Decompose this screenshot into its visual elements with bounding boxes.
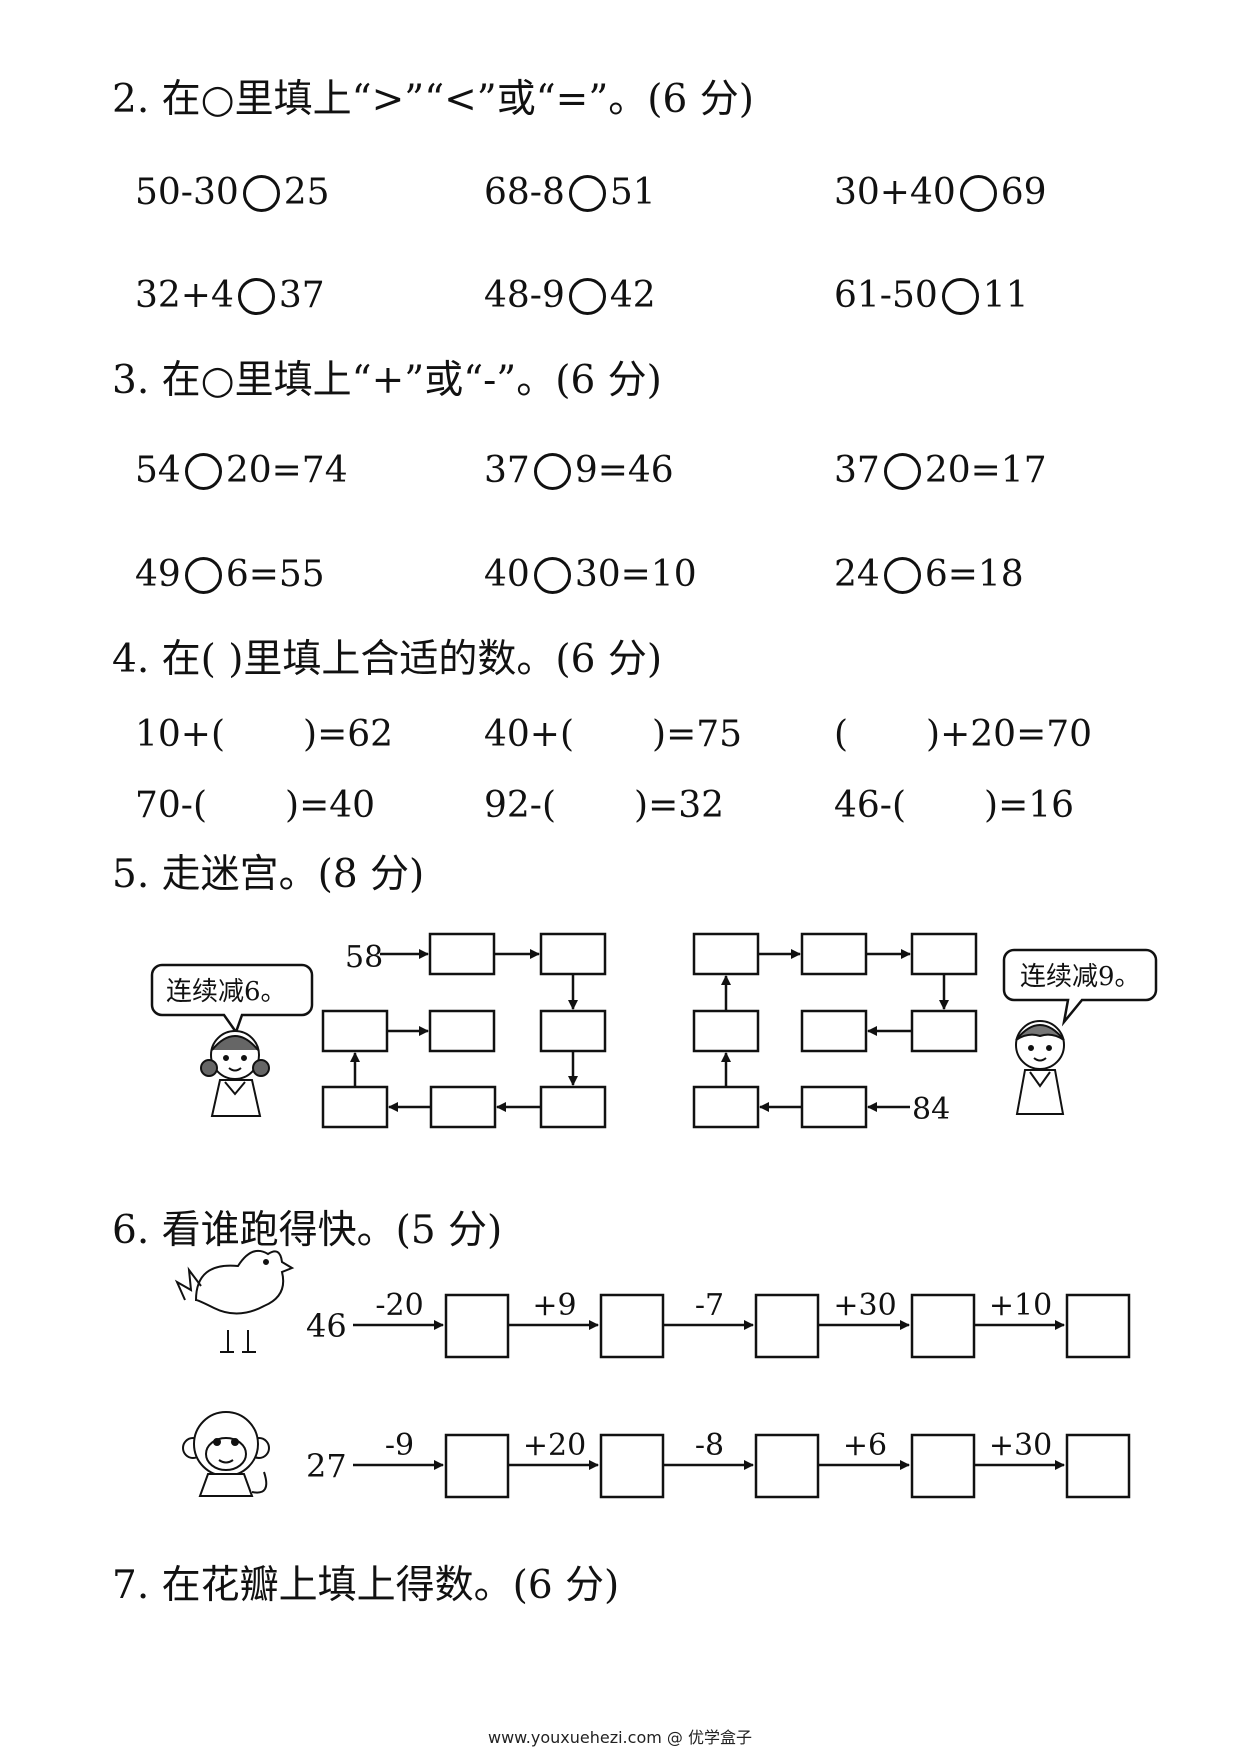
speech-bubble-left	[150, 963, 314, 1035]
maze-right-box-8[interactable]	[800, 1085, 868, 1129]
q3-title: 3. 在○里填上“+”或“-”。(6 分)	[112, 358, 662, 403]
maze-right-box-6[interactable]	[910, 1009, 978, 1053]
maze-left-start: 58	[345, 940, 383, 975]
chicken-icon	[174, 1250, 295, 1353]
q4-item-1: 10+()=62	[135, 714, 394, 755]
monkey-answer-box-1[interactable]	[444, 1433, 510, 1499]
footer-watermark: www.youxuehezi.com @ 优学盒子	[488, 1728, 752, 1747]
chicken-op-label-2: +9	[532, 1288, 576, 1323]
chicken-answer-box-3[interactable]	[754, 1293, 820, 1359]
monkey-op-label-1: -9	[385, 1428, 414, 1463]
maze-left-box-1[interactable]	[428, 932, 496, 976]
race-monkey-chain: 27 -9 +20 -8 +6 +30	[306, 1428, 1131, 1499]
answer-circle[interactable]	[883, 556, 921, 594]
monkey-answer-box-5[interactable]	[1065, 1433, 1131, 1499]
maze-left-box-8[interactable]	[428, 1009, 496, 1053]
maze-right-box-4[interactable]	[800, 932, 868, 976]
maze-left-box-7[interactable]	[321, 1009, 389, 1053]
right-bubble-text: 连续减9。	[1020, 962, 1141, 992]
race-chicken-chain: 46 -20 +9 -7 +30 +10	[306, 1288, 1131, 1359]
q2-title: 2. 在○里填上“>”“<”或“=”。(6 分)	[112, 77, 754, 122]
q4-title: 4. 在( )里填上合适的数。(6 分)	[112, 637, 663, 682]
answer-circle[interactable]	[883, 452, 921, 490]
chicken-op-label-3: -7	[695, 1288, 724, 1323]
maze-left-box-4[interactable]	[539, 1085, 607, 1129]
chicken-start-number: 46	[306, 1307, 347, 1345]
chicken-answer-box-1[interactable]	[444, 1293, 510, 1359]
answer-circle[interactable]	[568, 277, 606, 315]
maze-right-box-5[interactable]	[910, 932, 978, 976]
chicken-op-label-4: +30	[833, 1288, 896, 1323]
q4-item-2: 40+()=75	[484, 714, 743, 755]
maze-right-box-1[interactable]	[692, 1085, 760, 1129]
boy-figure-icon	[1015, 1020, 1065, 1115]
maze-left-box-6[interactable]	[321, 1085, 389, 1129]
monkey-start-number: 27	[306, 1447, 347, 1485]
answer-circle[interactable]	[941, 277, 979, 315]
monkey-op-label-5: +30	[989, 1428, 1052, 1463]
answer-circle[interactable]	[568, 174, 606, 212]
q4-item-3: ()+20=70	[834, 714, 1093, 755]
chicken-op-label-5: +10	[989, 1288, 1052, 1323]
maze-left-box-2[interactable]	[539, 932, 607, 976]
q7-title: 7. 在花瓣上填上得数。(6 分)	[112, 1563, 620, 1608]
chicken-answer-box-4[interactable]	[910, 1293, 976, 1359]
girl-figure-icon	[200, 1030, 270, 1117]
monkey-answer-box-3[interactable]	[754, 1433, 820, 1499]
monkey-op-label-4: +6	[843, 1428, 887, 1463]
answer-circle[interactable]	[237, 277, 275, 315]
chicken-answer-box-2[interactable]	[599, 1293, 665, 1359]
monkey-icon	[182, 1411, 270, 1497]
maze-left-box-5[interactable]	[429, 1085, 497, 1129]
chicken-op-label-1: -20	[375, 1288, 423, 1323]
answer-circle[interactable]	[184, 556, 222, 594]
maze-right-start: 84	[912, 1092, 950, 1127]
answer-circle[interactable]	[533, 556, 571, 594]
left-bubble-text: 连续减6。	[166, 977, 287, 1007]
q6-title: 6. 看谁跑得快。(5 分)	[112, 1208, 503, 1253]
maze-left-box-3[interactable]	[539, 1009, 607, 1053]
monkey-op-label-2: +20	[523, 1428, 586, 1463]
monkey-answer-box-4[interactable]	[910, 1433, 976, 1499]
q4-item-5: 92-()=32	[484, 785, 725, 826]
q5-title: 5. 走迷宫。(8 分)	[112, 852, 425, 897]
maze-right-box-3[interactable]	[692, 932, 760, 976]
chicken-answer-box-5[interactable]	[1065, 1293, 1131, 1359]
answer-circle[interactable]	[959, 174, 997, 212]
maze-right-box-2[interactable]	[692, 1009, 760, 1053]
maze-right-box-7[interactable]	[800, 1009, 868, 1053]
q4-item-6: 46-()=16	[834, 785, 1075, 826]
answer-circle[interactable]	[533, 452, 571, 490]
q4-item-4: 70-()=40	[135, 785, 376, 826]
monkey-op-label-3: -8	[695, 1428, 724, 1463]
speech-bubble-right	[1002, 948, 1158, 1027]
monkey-answer-box-2[interactable]	[599, 1433, 665, 1499]
answer-circle[interactable]	[184, 452, 222, 490]
answer-circle[interactable]	[242, 174, 280, 212]
